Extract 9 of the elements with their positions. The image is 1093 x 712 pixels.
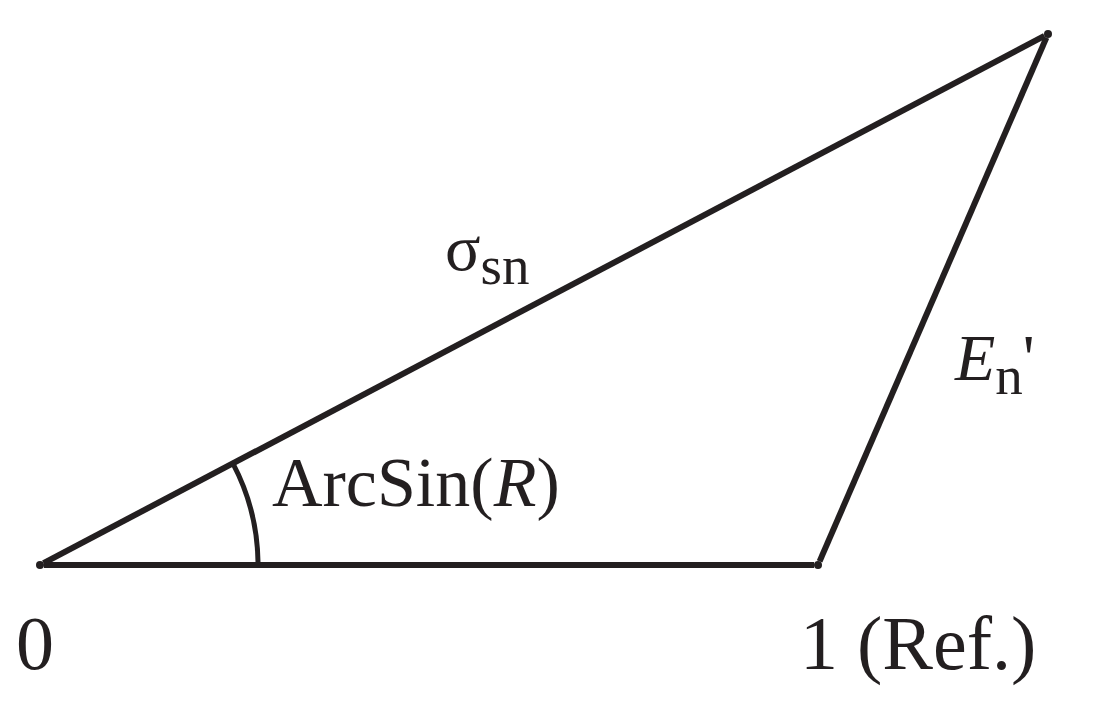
edge-label: E$_{n}$' <box>955 325 1035 404</box>
vertex-label: 0 <box>16 605 54 681</box>
edge-label: σ$_{sn}$ <box>445 215 530 294</box>
vertex-point <box>814 561 822 569</box>
vertex-point <box>1044 30 1052 38</box>
vertex-point <box>36 561 44 569</box>
triangle-side <box>44 562 814 568</box>
triangle-side <box>816 36 1050 563</box>
triangle-side <box>42 33 1046 566</box>
